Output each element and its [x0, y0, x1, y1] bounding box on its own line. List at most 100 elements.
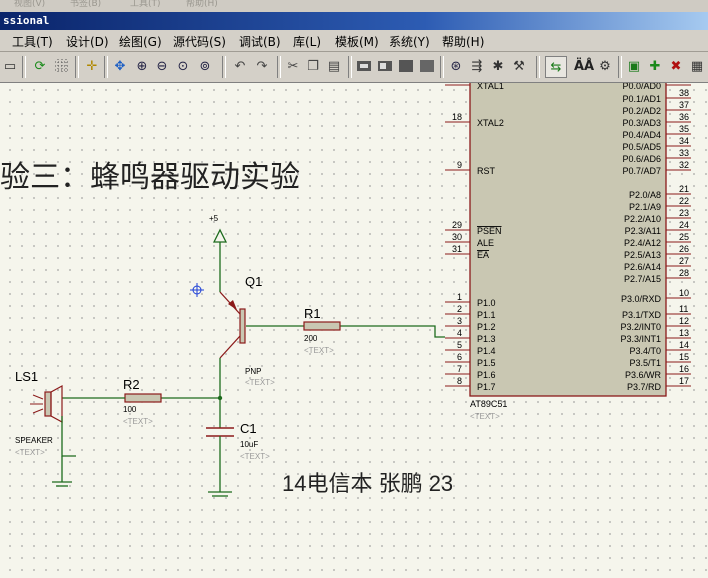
c1-text-placeholder: <TEXT>	[240, 452, 270, 461]
block-rotate-icon[interactable]	[396, 56, 416, 76]
mcu-pin-name: P3.0/RXD	[621, 294, 662, 304]
menu-help[interactable]: 帮助(H)	[442, 35, 485, 49]
make-device-icon[interactable]: ⇶	[471, 58, 483, 74]
q1-base-bar[interactable]	[239, 308, 246, 344]
block-delete-svg	[420, 60, 434, 72]
speaker-wave-3	[32, 408, 44, 414]
mcu-pin-name: P1.6	[477, 370, 496, 380]
cut-icon[interactable]: ✂	[287, 58, 299, 74]
mcu-pin-name: P0.4/AD4	[622, 130, 661, 140]
speaker-wave-1	[32, 394, 44, 400]
r1-body[interactable]	[303, 321, 341, 331]
mcu-pin-number: 39	[679, 83, 689, 85]
zoom-in-icon[interactable]: ⊕	[136, 58, 148, 74]
mcu-pin-number: 36	[679, 112, 689, 122]
mcu-pin-name: EA	[477, 250, 489, 260]
menu-tools[interactable]: 工具(T)	[12, 35, 53, 49]
mcu-pin-name: P2.0/A8	[629, 190, 661, 200]
menu-debug[interactable]: 调试(B)	[239, 35, 281, 49]
mcu-pin-name: P2.2/A10	[624, 214, 661, 224]
menu-system[interactable]: 系统(Y)	[389, 35, 430, 49]
sheet-title: 验三：蜂鸣器驱动实验	[0, 161, 300, 194]
menu-library[interactable]: 库(L)	[293, 35, 322, 49]
menu-source[interactable]: 源代码(S)	[173, 35, 226, 49]
bill-icon[interactable]: ▦	[690, 58, 704, 74]
q1-type: PNP	[245, 367, 261, 376]
toolbar-separator	[75, 56, 79, 78]
c1-ref: C1	[240, 421, 257, 436]
remove-sheet-icon[interactable]: ✚	[649, 58, 661, 74]
ls1-ref: LS1	[15, 369, 38, 384]
mcu-pin-number: 37	[679, 100, 689, 110]
grid-icon[interactable]	[52, 56, 72, 76]
mcu-pin-name: P0.3/AD3	[622, 118, 661, 128]
mcu-pin-number: 27	[679, 256, 689, 266]
mcu-pin-name: P3.6/WR	[625, 370, 662, 380]
mcu-pin-number: 1	[457, 292, 462, 302]
mcu-body[interactable]	[469, 83, 667, 397]
exit-sheet-icon[interactable]: ✖	[670, 58, 682, 74]
mcu-pin-number: 19	[452, 83, 462, 85]
toolbar-separator	[618, 56, 622, 78]
property-tool-icon[interactable]: ⚙	[599, 58, 611, 74]
mcu-pin-name: P0.0/AD0	[622, 83, 661, 91]
grid-svg	[55, 59, 69, 73]
zoom-out-icon[interactable]: ⊖	[156, 58, 168, 74]
mcu-part-label: AT89C51	[470, 399, 507, 409]
package-icon[interactable]: ✱	[492, 58, 504, 74]
mcu-pin-name: P0.5/AD5	[622, 142, 661, 152]
mcu-pin-number: 35	[679, 124, 689, 134]
block-delete-icon[interactable]	[417, 56, 437, 76]
mcu-pin-number: 28	[679, 268, 689, 278]
new-sheet-icon[interactable]: ▣	[627, 58, 641, 74]
speaker-body[interactable]	[44, 391, 52, 417]
wire-p13-r1	[340, 325, 445, 338]
mcu-pin-name: P2.6/A14	[624, 262, 661, 272]
mcu-left-pins: 19XTAL118XTAL29RST29PSEN30ALE31EA1P1.02P…	[445, 83, 504, 392]
block-copy-icon[interactable]	[354, 56, 374, 76]
mcu-pin-number: 29	[452, 220, 462, 230]
decompose-icon[interactable]: ⚒	[513, 58, 525, 74]
block-move-svg	[378, 61, 392, 71]
page-icon[interactable]: ▭	[3, 58, 17, 74]
mcu-pin-number: 26	[679, 244, 689, 254]
r2-ref: R2	[123, 377, 140, 392]
mcu-pin-number: 6	[457, 352, 462, 362]
copy-icon[interactable]: ❐	[307, 58, 319, 74]
wire-autorouter-icon[interactable]: ⇆	[545, 56, 567, 78]
mcu-pin-name: P2.5/A13	[624, 250, 661, 260]
r1-value: 200	[304, 334, 318, 343]
r2-body[interactable]	[124, 393, 162, 403]
mcu-pin-number: 15	[679, 352, 689, 362]
schematic-canvas[interactable]: 验三：蜂鸣器驱动实验 19XTAL118XTAL29RST29PSEN30ALE…	[0, 83, 708, 578]
mcu-pin-number: 17	[679, 376, 689, 386]
pick-device-icon[interactable]: ⊛	[450, 58, 462, 74]
block-move-icon[interactable]	[375, 56, 395, 76]
r1-ref: R1	[304, 306, 321, 321]
refresh-icon[interactable]: ⟳	[34, 58, 46, 74]
mcu-pin-name: P1.2	[477, 322, 496, 332]
redo-icon[interactable]: ↷	[256, 58, 268, 74]
mcu-right-pins: 39P0.0/AD038P0.1/AD137P0.2/AD236P0.3/AD3…	[620, 83, 691, 392]
zoom-all-icon[interactable]: ⊙	[177, 58, 189, 74]
ghost-menu-item: 视图(V)	[14, 0, 46, 9]
search-icon[interactable]: ÄÅ	[573, 58, 595, 74]
power-terminal[interactable]	[212, 228, 228, 243]
zoom-area-icon[interactable]: ⊚	[199, 58, 211, 74]
mcu-pin-name: P0.1/AD1	[622, 94, 661, 104]
mcu-pin-name: P2.7/A15	[624, 274, 661, 284]
q1-ref: Q1	[245, 274, 262, 289]
paste-icon[interactable]: ▤	[327, 58, 341, 74]
wire-speaker-down	[61, 416, 76, 457]
undo-icon[interactable]: ↶	[234, 58, 246, 74]
author-label: 14电信本 张鹏 23	[282, 471, 453, 496]
mcu-pin-number: 30	[452, 232, 462, 242]
menu-design[interactable]: 设计(D)	[66, 35, 109, 49]
r1-text-placeholder: <TEXT>	[304, 346, 334, 355]
menu-template[interactable]: 模板(M)	[335, 35, 379, 49]
mcu-pin-number: 34	[679, 136, 689, 146]
menu-graph[interactable]: 绘图(G)	[119, 35, 162, 49]
origin-icon[interactable]: ✛	[86, 58, 98, 74]
toolbar-separator	[22, 56, 26, 78]
pan-icon[interactable]: ✥	[114, 58, 126, 74]
